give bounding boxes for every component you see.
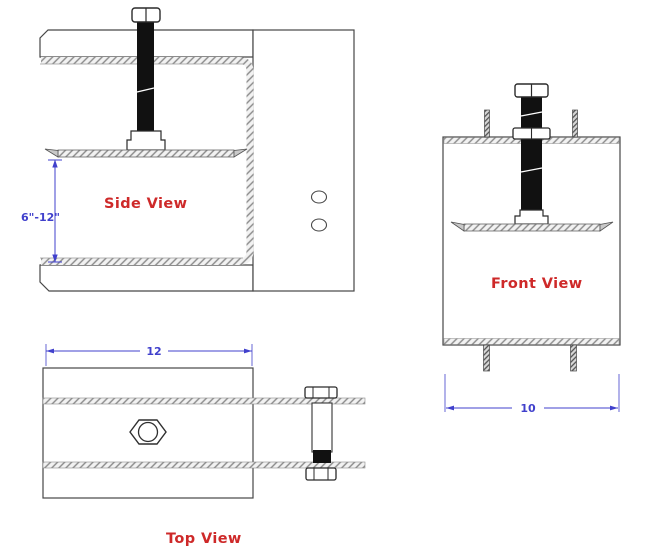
mounting-hole-top [310, 190, 328, 204]
stud-bottom-left [483, 344, 490, 372]
dimension-arrow-down [52, 254, 58, 263]
side-view: 6"-12" Side View [21, 7, 355, 292]
top-view: 12 Top View [42, 344, 366, 547]
dimension-arrow-left [446, 405, 454, 411]
screw-thread-break-1 [520, 111, 543, 117]
bolt-shank [311, 402, 333, 453]
length-dimension-label: 12 [146, 345, 161, 358]
front-view: 10 Front View [442, 83, 621, 415]
mounting-hole-bottom [310, 218, 328, 232]
dimension-arrow-up [52, 159, 58, 168]
swivel-pad-tip-left [44, 148, 59, 158]
front-view-label: Front View [491, 276, 583, 292]
rail-front-hatch [42, 397, 366, 405]
swivel-pad-tip-right [599, 221, 614, 232]
dimension-arrow-right [244, 348, 252, 354]
width-dimension-label: 10 [520, 402, 536, 415]
rail-back-hatch [42, 461, 366, 469]
top-view-label: Top View [166, 531, 242, 547]
height-dimension-label: 6"-12" [21, 211, 60, 224]
screw-collar [126, 130, 166, 151]
bolt-black-section [313, 450, 331, 463]
length-dimension: 12 [45, 344, 253, 366]
height-dimension: 6"-12" [21, 159, 62, 263]
swivel-pad [463, 223, 601, 232]
screw-shaft [137, 21, 154, 133]
screw-collar [514, 209, 549, 225]
swivel-pad [57, 149, 235, 158]
screw-thread-break [136, 87, 155, 93]
center-nut-bore [137, 421, 159, 443]
screw-thread-break-2 [520, 167, 543, 173]
dimension-arrow-right [610, 405, 618, 411]
side-view-label: Side View [104, 196, 187, 212]
stud-bottom-right [570, 344, 577, 372]
bottom-flange-hatch [443, 338, 620, 345]
screw-shaft [521, 97, 542, 211]
frame-bottom-arm [39, 264, 254, 292]
bolt-hex-head [304, 386, 338, 399]
inner-surface-hatch-band [41, 57, 254, 265]
dimension-arrow-left [46, 348, 54, 354]
swivel-pad-tip-right [233, 148, 248, 158]
stud-top-right [572, 109, 578, 138]
bolt-nut [305, 467, 337, 481]
frame-back-plate [252, 29, 355, 292]
stud-top-left [484, 109, 490, 138]
width-dimension: 10 [444, 374, 620, 415]
swivel-pad-tip-left [450, 221, 465, 232]
